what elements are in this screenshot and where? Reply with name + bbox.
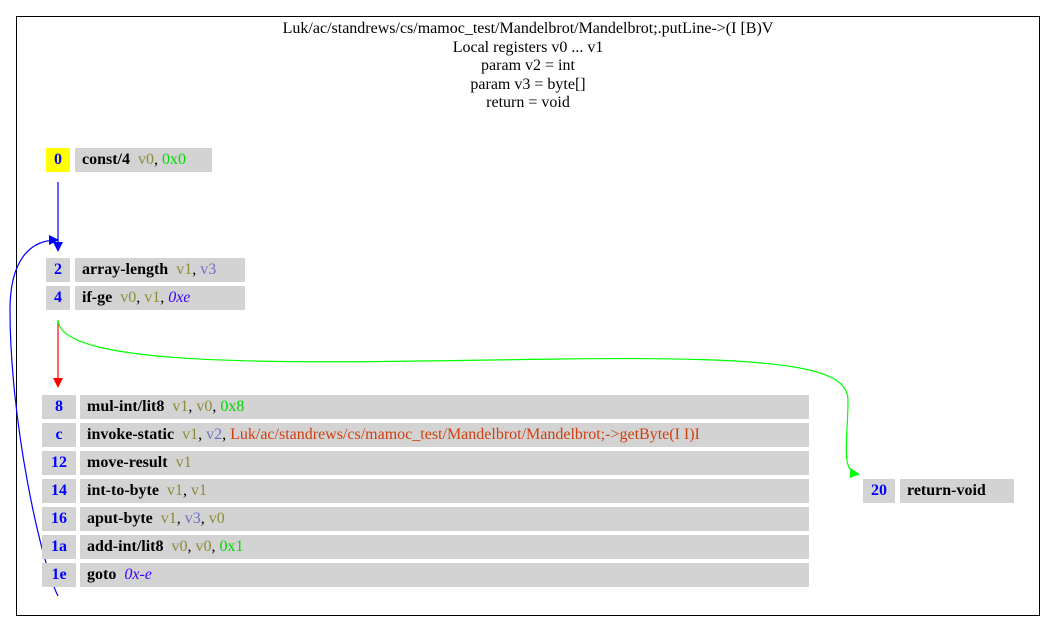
instruction-index-0: 0 xyxy=(46,148,70,172)
operand-literal: 0x1 xyxy=(219,538,244,555)
operand-register: v0 xyxy=(208,510,225,527)
instruction-index-2: 2 xyxy=(46,258,70,282)
operand-register: v1 xyxy=(172,398,189,415)
opcode: aput-byte xyxy=(87,510,153,527)
opcode: invoke-static xyxy=(87,426,175,443)
arg-separator: , xyxy=(154,151,162,168)
operand-register: v1 xyxy=(182,426,199,443)
instruction-row: add-int/lit8 v0, v0, 0x1 xyxy=(80,535,809,559)
arg-separator: , xyxy=(160,289,169,306)
param-v3: param v3 = byte[] xyxy=(470,75,586,93)
arg-separator: , xyxy=(198,426,207,443)
local-registers: Local registers v0 ... v1 xyxy=(452,38,604,56)
instruction-index-8: 8 xyxy=(42,395,76,419)
operand-register: v1 xyxy=(144,289,161,306)
instruction-row: const/4 v0, 0x0 xyxy=(75,148,212,172)
operand-register: v1 xyxy=(166,482,183,499)
instruction-row: int-to-byte v1, v1 xyxy=(80,479,809,503)
opcode: int-to-byte xyxy=(87,482,159,499)
method-header: Luk/ac/standrews/cs/mamoc_test/Mandelbro… xyxy=(16,20,1040,113)
instruction-row: aput-byte v1, v3, v0 xyxy=(80,507,809,531)
instruction-index-16: 16 xyxy=(42,507,76,531)
instruction-index-14: 14 xyxy=(42,479,76,503)
arg-separator: , xyxy=(211,538,220,555)
operand-method-ref: Luk/ac/standrews/cs/mamoc_test/Mandelbro… xyxy=(230,426,700,443)
graph-frame xyxy=(16,16,1040,616)
operand-register: v1 xyxy=(190,482,207,499)
instruction-index-1e: 1e xyxy=(42,563,76,587)
edge-b1-to-b3 xyxy=(57,319,860,479)
operand-register: v0 xyxy=(195,538,212,555)
arg-separator: , xyxy=(176,510,185,527)
instruction-row: return-void xyxy=(900,479,1014,503)
opcode: return-void xyxy=(907,482,986,499)
instruction-index-12: 12 xyxy=(42,451,76,475)
instruction-row: mul-int/lit8 v1, v0, 0x8 xyxy=(80,395,809,419)
instruction-row: move-result v1 xyxy=(80,451,809,475)
opcode: if-ge xyxy=(82,289,113,306)
operand-register: v0 xyxy=(196,398,213,415)
opcode: mul-int/lit8 xyxy=(87,398,165,415)
operand-jump-target: 0x-e xyxy=(124,566,152,583)
operand-register: v0 xyxy=(138,151,154,168)
operand-register: v3 xyxy=(200,261,217,278)
arg-separator: , xyxy=(192,261,201,278)
opcode: array-length xyxy=(82,261,169,278)
instruction-row: goto 0x-e xyxy=(80,563,809,587)
operand-literal: 0x8 xyxy=(220,398,245,415)
operand-register: v0 xyxy=(120,289,137,306)
operand-register: v1 xyxy=(176,261,193,278)
instruction-index-4: 4 xyxy=(46,286,70,310)
instruction-index-1a: 1a xyxy=(42,535,76,559)
arg-separator: , xyxy=(200,510,209,527)
operand-register: v1 xyxy=(175,454,192,471)
param-v2: param v2 = int xyxy=(481,57,575,74)
operand-literal: 0x0 xyxy=(162,151,186,168)
arg-separator: , xyxy=(187,538,196,555)
arg-separator: , xyxy=(188,398,197,415)
operand-register: v3 xyxy=(184,510,201,527)
instruction-index-c: c xyxy=(42,423,76,447)
opcode: goto xyxy=(87,566,117,583)
operand-register: v1 xyxy=(160,510,177,527)
operand-register: v2 xyxy=(206,426,223,443)
method-signature: Luk/ac/standrews/cs/mamoc_test/Mandelbro… xyxy=(282,20,774,37)
arg-separator: , xyxy=(212,398,221,415)
arg-separator: , xyxy=(182,482,191,499)
instruction-row: invoke-static v1, v2, Luk/ac/standrews/cs… xyxy=(80,423,809,447)
opcode: const/4 xyxy=(82,151,130,168)
opcode: move-result xyxy=(87,454,168,471)
instruction-index-20: 20 xyxy=(863,479,895,503)
instruction-row: array-length v1, v3 xyxy=(75,258,245,282)
return-type: return = void xyxy=(486,94,570,111)
operand-register: v0 xyxy=(171,538,188,555)
opcode: add-int/lit8 xyxy=(87,538,164,555)
instruction-row: if-ge v0, v1, 0xe xyxy=(75,286,245,310)
arg-separator: , xyxy=(136,289,145,306)
operand-jump-target: 0xe xyxy=(168,289,191,306)
arg-separator: , xyxy=(222,426,231,443)
